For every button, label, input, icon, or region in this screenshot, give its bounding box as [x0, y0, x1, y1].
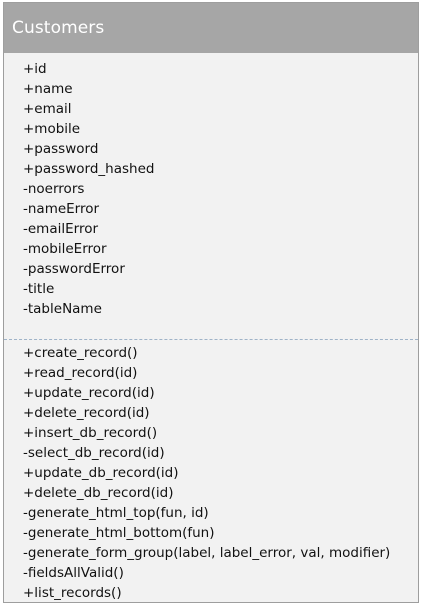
- attribute-item: -tableName: [23, 301, 102, 317]
- attribute-item: +name: [23, 81, 73, 97]
- method-item: +update_record(id): [23, 385, 155, 401]
- method-item: +delete_record(id): [23, 405, 150, 421]
- method-item: +create_record(): [23, 345, 138, 361]
- attribute-item: -nameError: [23, 201, 100, 217]
- attribute-item: +email: [23, 101, 72, 117]
- method-item: +read_record(id): [23, 365, 138, 381]
- method-item: -select_db_record(id): [23, 445, 165, 461]
- section-divider: [4, 339, 418, 340]
- attribute-item: -emailError: [23, 221, 99, 237]
- class-header: Customers: [4, 3, 418, 53]
- attribute-item: +password_hashed: [23, 161, 155, 177]
- attribute-item: -title: [23, 281, 55, 297]
- attribute-item: -passwordError: [23, 261, 125, 277]
- method-item: -generate_form_group(label, label_error,…: [23, 545, 391, 561]
- method-item: -fieldsAllValid(): [23, 565, 124, 581]
- class-name: Customers: [12, 18, 105, 38]
- attribute-item: -mobileError: [23, 241, 107, 257]
- uml-class-box: Customers +id +name +email +mobile +pass…: [3, 2, 419, 603]
- method-item: -generate_html_bottom(fun): [23, 525, 215, 541]
- method-item: +update_db_record(id): [23, 465, 179, 481]
- attribute-item: +id: [23, 61, 47, 77]
- method-item: +delete_db_record(id): [23, 485, 174, 501]
- attribute-item: +password: [23, 141, 99, 157]
- methods-section: +create_record() +read_record(id) +updat…: [4, 340, 418, 603]
- method-item: +list_records(): [23, 585, 122, 601]
- method-item: +insert_db_record(): [23, 425, 158, 441]
- method-item: -generate_html_top(fun, id): [23, 505, 209, 521]
- attribute-item: -noerrors: [23, 181, 85, 197]
- attributes-section: +id +name +email +mobile +password +pass…: [4, 53, 418, 339]
- attribute-item: +mobile: [23, 121, 81, 137]
